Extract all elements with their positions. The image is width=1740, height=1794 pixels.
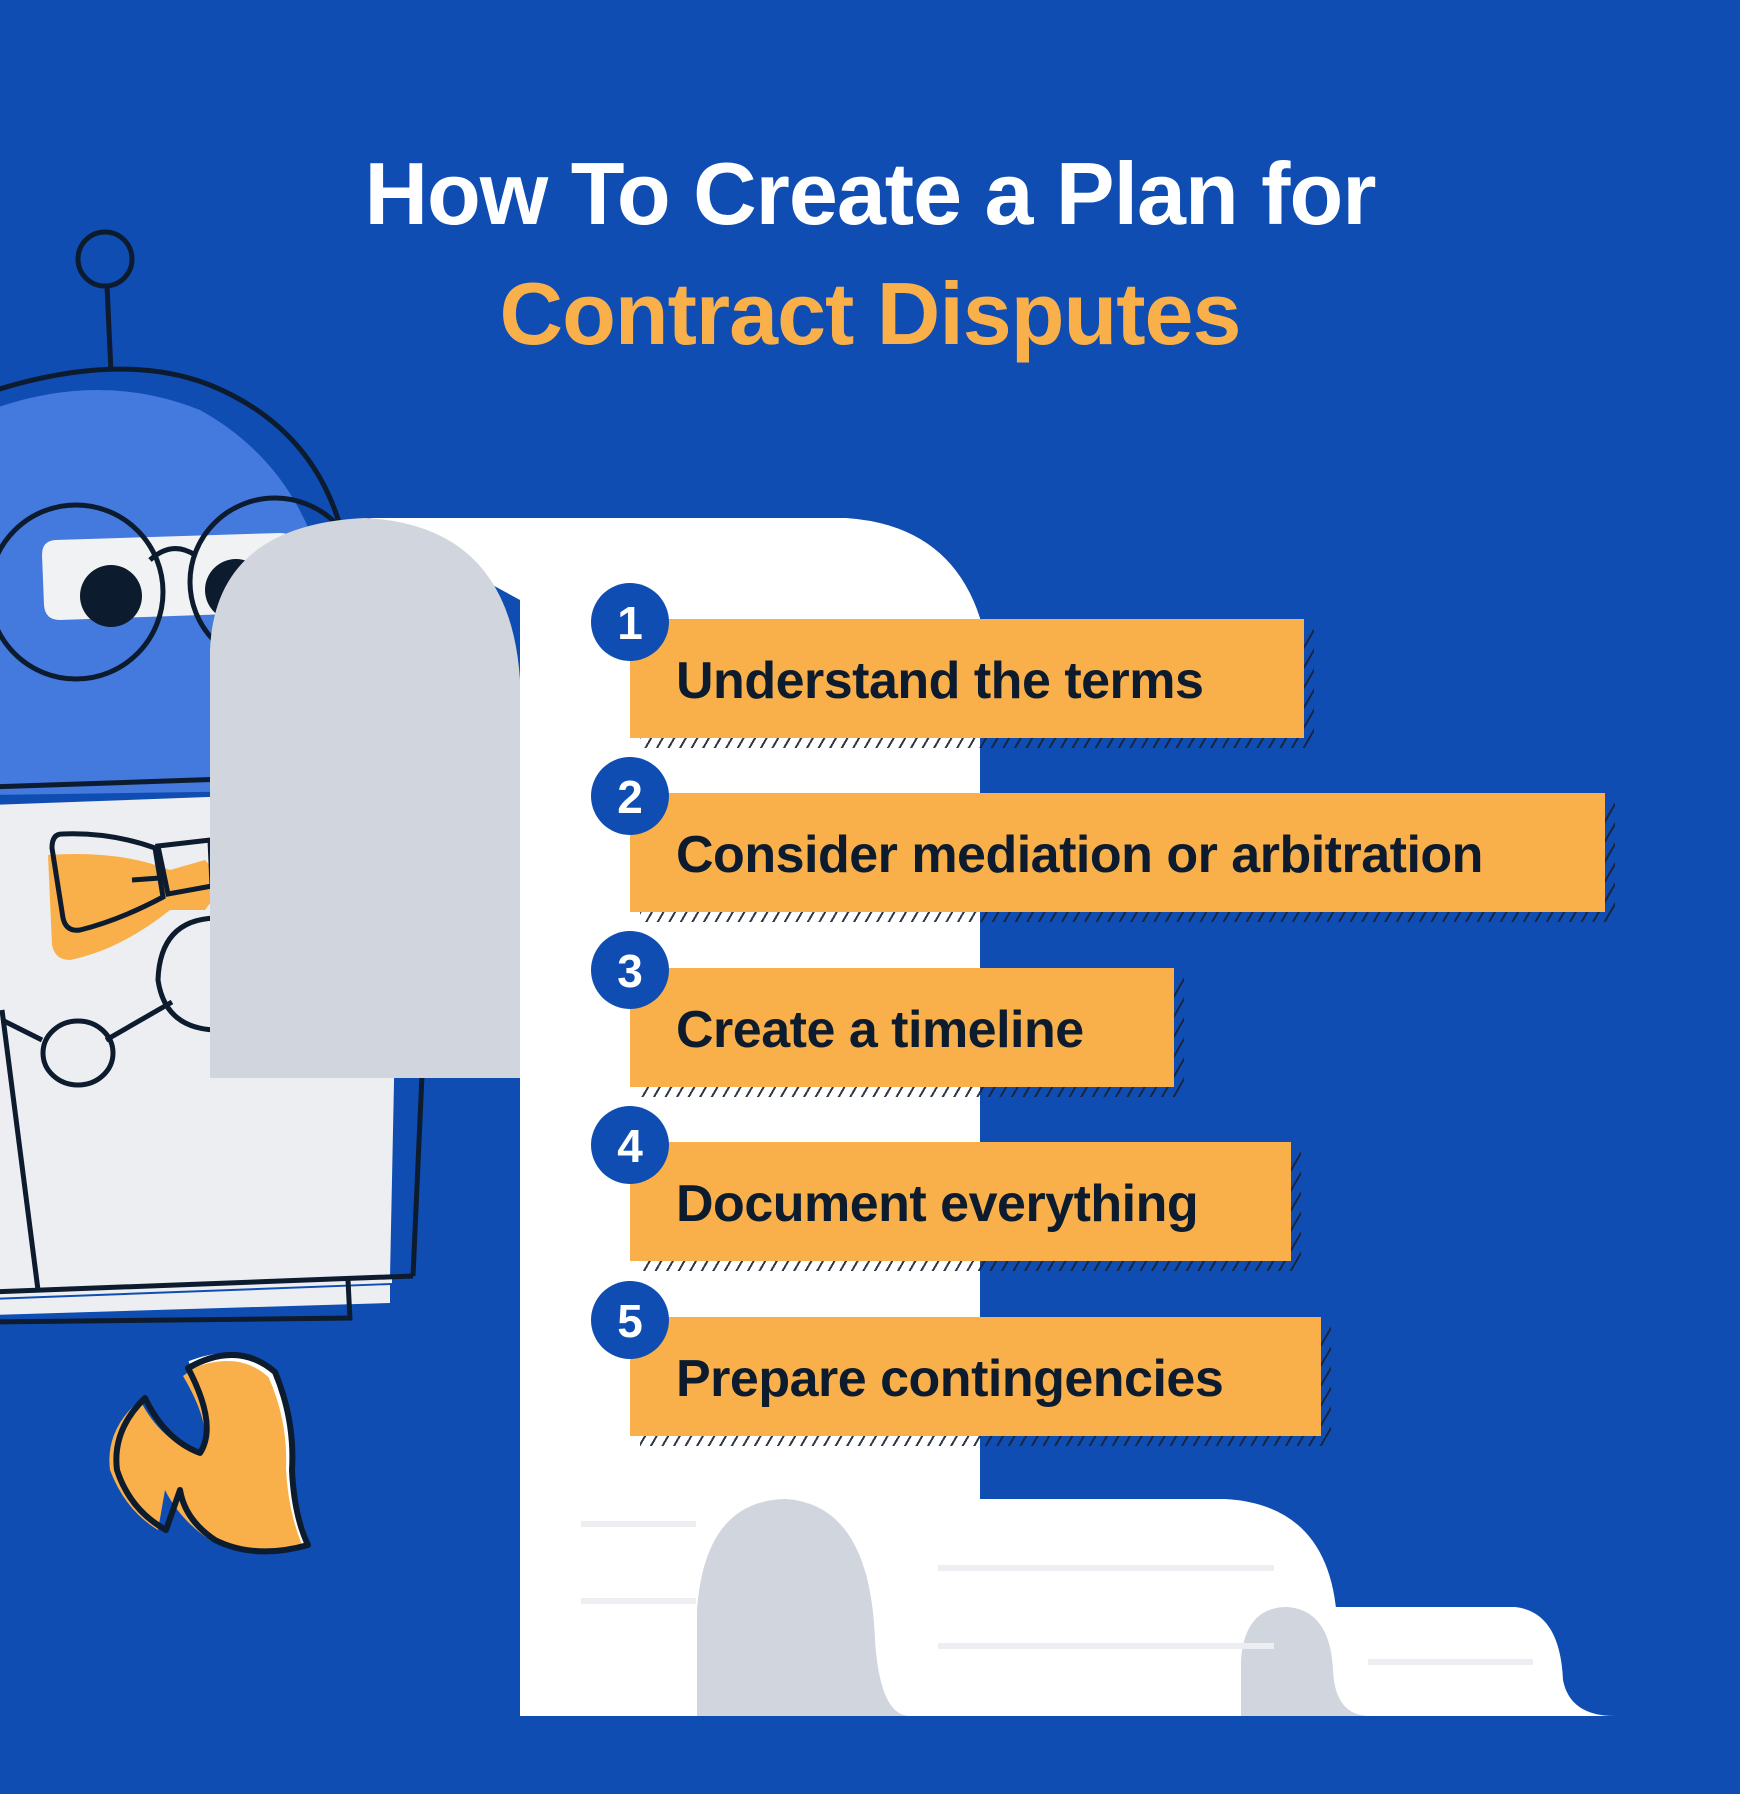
step-label: Document everything (676, 1175, 1199, 1233)
page-subtitle: Contract Disputes (499, 264, 1242, 363)
step-label: Prepare contingencies (676, 1350, 1224, 1408)
step-number-badge: 2 (591, 757, 669, 835)
step-box (630, 1142, 1291, 1261)
flame-icon (109, 1352, 311, 1555)
page-title: How To Create a Plan for (364, 144, 1377, 243)
step-box (630, 619, 1304, 738)
step-box (630, 793, 1605, 912)
step-box (630, 968, 1174, 1087)
step-number-badge: 4 (591, 1106, 669, 1184)
step-item-5: Prepare contingencies (630, 1317, 1331, 1446)
step-label: Consider mediation or arbitration (676, 826, 1483, 884)
step-number-badge: 5 (591, 1281, 669, 1359)
step-box (630, 1317, 1321, 1436)
step-number-badge: 1 (591, 583, 669, 661)
step-number-badge: 3 (591, 931, 669, 1009)
step-item-2: Consider mediation or arbitration (630, 793, 1615, 922)
step-label: Understand the terms (676, 652, 1204, 710)
step-item-3: Create a timeline (630, 968, 1184, 1097)
step-item-4: Document everything (630, 1142, 1301, 1271)
step-item-1: Understand the terms (630, 619, 1314, 748)
step-label: Create a timeline (676, 1001, 1084, 1059)
